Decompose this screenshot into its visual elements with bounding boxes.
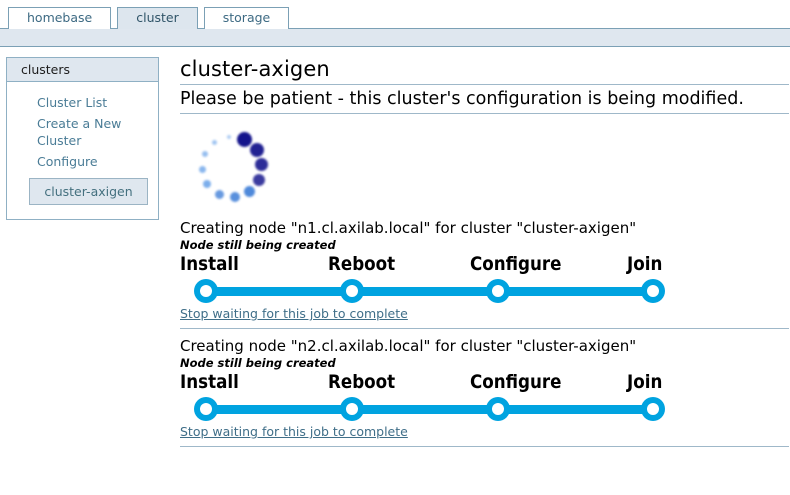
job-title: Creating node "n2.cl.axilab.local" for c… (180, 337, 637, 355)
job-block-n1: Creating node "n1.cl.axilab.local" for c… (180, 219, 789, 328)
tab-cluster[interactable]: cluster (117, 7, 198, 29)
spinner-dot (229, 191, 240, 202)
spinner-dot (201, 151, 208, 158)
stop-waiting-link[interactable]: Stop waiting for this job to complete (180, 424, 408, 439)
sidebar-header: clusters (7, 58, 158, 82)
job-title: Creating node "n1.cl.axilab.local" for c… (180, 219, 637, 237)
step-node-join[interactable] (641, 279, 665, 303)
progress-track (206, 287, 653, 296)
job-block-n2: Creating node "n2.cl.axilab.local" for c… (180, 328, 789, 447)
wait-message: Please be patient - this cluster's confi… (180, 85, 789, 114)
job-status: Node still being created (180, 238, 336, 252)
page-body: clusters Cluster List Create a New Clust… (0, 47, 790, 447)
step-node-install[interactable] (194, 279, 218, 303)
tab-homebase[interactable]: homebase (8, 7, 112, 29)
spinner-dot (253, 173, 266, 186)
sidebar-menu: Cluster List Create a New Cluster Config… (7, 82, 158, 219)
progress-steps: Install Reboot Configure Join (180, 253, 680, 303)
spinner-dot (214, 189, 224, 199)
step-label-join: Join (627, 371, 663, 393)
main-content: cluster-axigen Please be patient - this … (180, 57, 789, 447)
sidebar-item-cluster-list[interactable]: Cluster List (37, 95, 108, 110)
main-tab-bar: homebase cluster storage (0, 0, 790, 29)
step-label-reboot: Reboot (328, 253, 396, 275)
spinner-dot (255, 157, 269, 171)
stop-waiting-link[interactable]: Stop waiting for this job to complete (180, 306, 408, 321)
progress-steps: Install Reboot Configure Join (180, 371, 680, 421)
step-node-configure[interactable] (486, 397, 510, 421)
page-title: cluster-axigen (180, 57, 789, 85)
step-label-configure: Configure (470, 371, 562, 393)
step-label-join: Join (627, 253, 663, 275)
step-node-reboot[interactable] (340, 279, 364, 303)
spinner-dot (243, 186, 255, 198)
spinner-dot (203, 180, 212, 189)
spinner-dot (227, 135, 232, 140)
step-node-join[interactable] (641, 397, 665, 421)
spinner-dot (198, 166, 206, 174)
spinner-container (180, 114, 789, 219)
step-node-configure[interactable] (486, 279, 510, 303)
sidebar-item-cluster-axigen[interactable]: cluster-axigen (29, 178, 148, 205)
sidebar-item-configure[interactable]: Configure (37, 154, 98, 169)
step-label-configure: Configure (470, 253, 562, 275)
step-node-reboot[interactable] (340, 397, 364, 421)
sub-toolbar (0, 29, 790, 47)
job-status: Node still being created (180, 356, 336, 370)
sidebar-panel: clusters Cluster List Create a New Clust… (6, 57, 159, 220)
spinner-dot (212, 139, 218, 145)
loading-spinner-icon (187, 122, 277, 212)
step-label-install: Install (180, 371, 239, 393)
step-node-install[interactable] (194, 397, 218, 421)
spinner-dot (249, 142, 264, 157)
progress-track (206, 405, 653, 414)
spinner-dot (237, 132, 253, 148)
step-label-install: Install (180, 253, 239, 275)
sidebar-item-create-a-new-cluster[interactable]: Create a New Cluster (37, 116, 122, 148)
tab-storage[interactable]: storage (203, 7, 290, 29)
step-label-reboot: Reboot (328, 371, 396, 393)
